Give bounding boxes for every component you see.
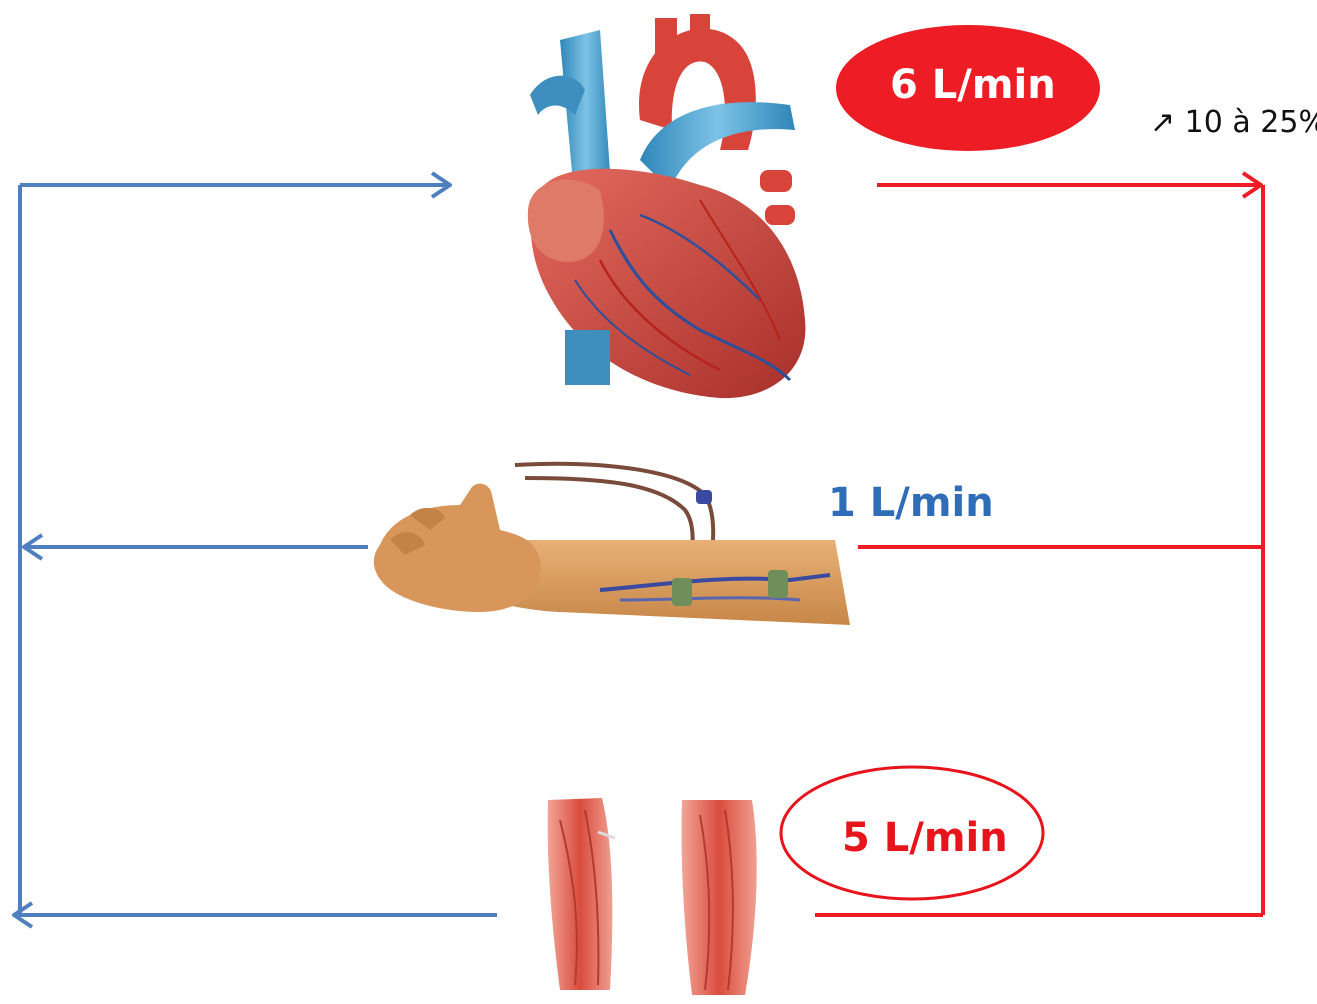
heart-illustration <box>528 14 806 398</box>
arm-illustration <box>374 464 850 625</box>
increase-note: ↗ 10 à 25% <box>1150 105 1317 140</box>
muscle-flow-label: 5 L/min <box>842 815 1008 861</box>
cardiac-output-label: 6 L/min <box>890 62 1056 108</box>
arm-flow-label: 1 L/min <box>828 480 994 526</box>
muscle-illustration <box>548 798 757 995</box>
arterial-lines <box>815 173 1263 915</box>
